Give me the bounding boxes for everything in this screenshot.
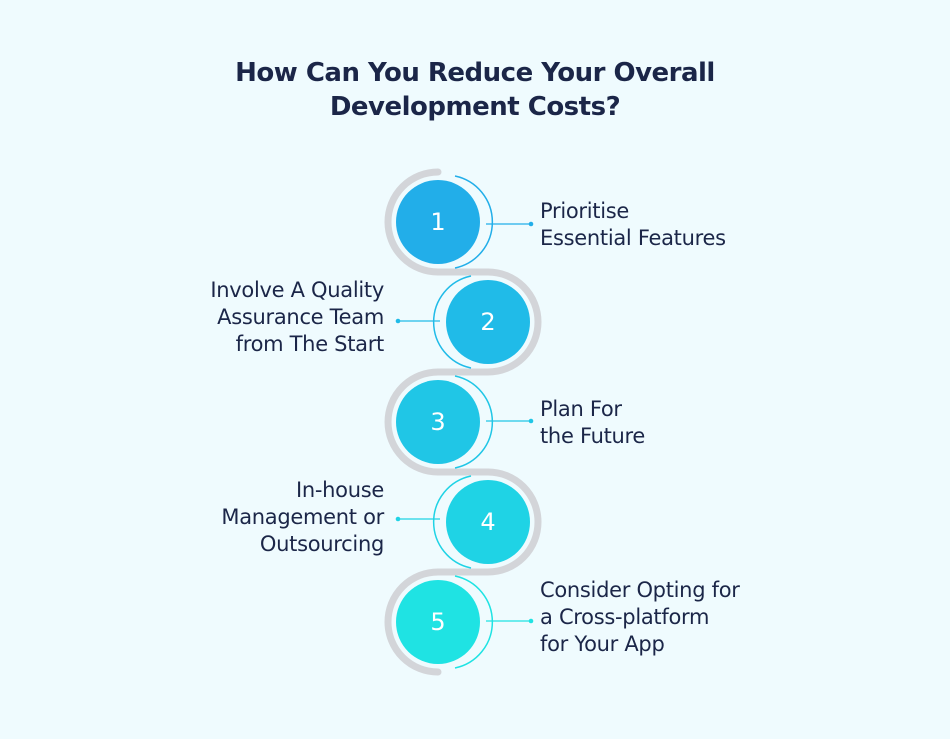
connector-dot-3 <box>528 418 534 424</box>
step-label-3: Plan For the Future <box>540 396 645 450</box>
accent-arc-4 <box>432 475 472 569</box>
step-number-3: 3 <box>430 408 446 436</box>
step-number-4: 4 <box>480 508 496 536</box>
step-number-1: 1 <box>430 208 446 236</box>
step-label-2-line-3: from The Start <box>235 332 385 356</box>
step-label-5-line-1: Consider Opting for <box>540 578 740 602</box>
title-line-1: How Can You Reduce Your Overall <box>235 58 715 88</box>
step-label-1-line-2: Essential Features <box>540 226 726 250</box>
connector-dot-5 <box>528 618 534 624</box>
step-label-2: Involve A Quality Assurance Team from Th… <box>210 277 384 358</box>
step-circle-1 <box>396 180 480 264</box>
step-circle-2 <box>446 280 530 364</box>
step-label-4-line-2: Management or <box>221 505 384 529</box>
accent-arc-2 <box>432 275 472 369</box>
step-label-5: Consider Opting for a Cross-platform for… <box>540 577 740 658</box>
step-circle-5 <box>396 580 480 664</box>
step-label-3-line-2: the Future <box>540 424 646 448</box>
step-label-4: In-house Management or Outsourcing <box>221 477 384 558</box>
step-circle-3 <box>396 380 480 464</box>
step-label-4-line-3: Outsourcing <box>259 532 384 556</box>
step-label-1: Prioritise Essential Features <box>540 198 726 252</box>
accent-arc-3 <box>454 375 494 469</box>
step-label-2-line-1: Involve A Quality <box>210 278 384 302</box>
connector-dot-2 <box>395 318 401 324</box>
step-label-2-line-2: Assurance Team <box>217 305 384 329</box>
step-circle-4 <box>446 480 530 564</box>
title-line-2: Development Costs? <box>329 92 621 122</box>
accent-arc-5 <box>454 575 494 669</box>
step-number-2: 2 <box>480 308 496 336</box>
step-label-1-line-1: Prioritise <box>540 199 630 223</box>
step-label-5-line-2: a Cross-platform <box>540 605 710 629</box>
step-number-5: 5 <box>430 608 446 636</box>
accent-arc-1 <box>454 175 494 269</box>
s-curve-track <box>384 168 542 676</box>
connector-dot-4 <box>395 516 401 522</box>
connector-dot-1 <box>528 221 534 227</box>
step-label-4-line-1: In-house <box>295 478 384 502</box>
step-label-3-line-1: Plan For <box>540 397 622 421</box>
page-title: How Can You Reduce Your Overall Developm… <box>0 56 950 124</box>
step-label-5-line-3: for Your App <box>540 632 665 656</box>
